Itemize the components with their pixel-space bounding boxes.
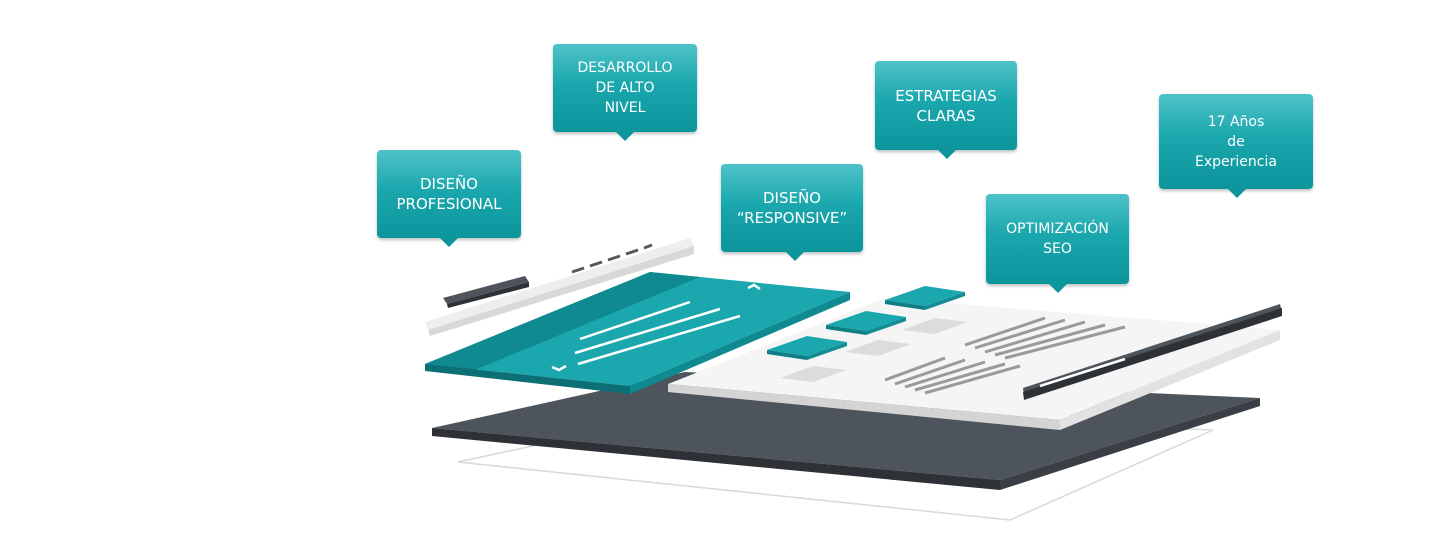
callout-label: DISEÑO PROFESIONAL	[396, 175, 502, 213]
content-panel	[668, 298, 1280, 430]
callout-optimizacion-seo: OPTIMIZACIÓN SEO	[986, 194, 1129, 293]
slider-panel	[425, 272, 850, 394]
callout-anos-experiencia: 17 Años de Experiencia	[1159, 94, 1313, 198]
header-strip	[425, 238, 694, 336]
callout-label: 17 Años de Experiencia	[1195, 113, 1277, 170]
menu-dashes	[571, 243, 653, 274]
slider-arrow-up-icon	[747, 283, 761, 291]
callout-desarrollo-alto-nivel: DESARROLLO DE ALTO NIVEL	[553, 44, 697, 141]
teal-blocks	[767, 286, 965, 360]
callout-estrategias-claras: ESTRATEGIAS CLARAS	[875, 61, 1017, 159]
callout-label: DESARROLLO DE ALTO NIVEL	[577, 60, 673, 116]
logo-bar	[443, 276, 529, 308]
callout-label: DISEÑO “RESPONSIVE”	[736, 189, 848, 227]
callout-label: ESTRATEGIAS CLARAS	[895, 86, 997, 125]
callout-diseno-profesional: DISEÑO PROFESIONAL	[377, 150, 521, 247]
image-placeholder	[780, 366, 846, 382]
image-placeholder	[902, 318, 968, 334]
footer-bar	[1023, 304, 1282, 400]
slider-lines	[574, 300, 741, 366]
callout-label: OPTIMIZACIÓN SEO	[1006, 221, 1109, 257]
image-placeholder	[845, 340, 911, 356]
text-lines	[884, 316, 1126, 395]
callout-diseno-responsive: DISEÑO “RESPONSIVE”	[721, 164, 863, 261]
slider-arrow-down-icon	[551, 364, 567, 372]
